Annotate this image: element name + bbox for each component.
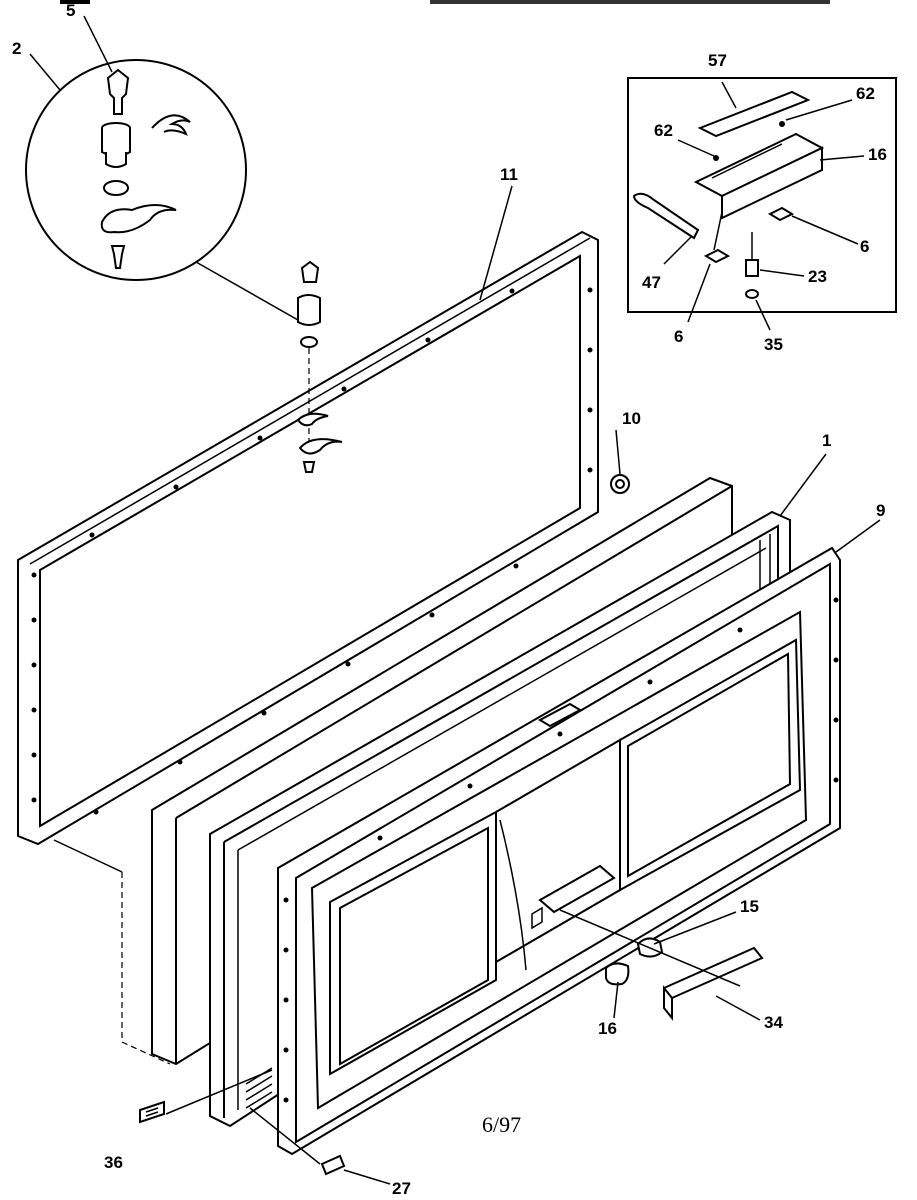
callout-16-lower: 16	[598, 1019, 617, 1038]
callout-62-right: 62	[856, 84, 875, 103]
assembly-lines	[53, 839, 321, 1165]
lock-detail-inset	[25, 59, 299, 321]
callout-57: 57	[708, 51, 727, 70]
top-edge-fragments	[60, 0, 830, 4]
handle-assembly	[605, 937, 764, 1021]
callout-35: 35	[764, 335, 783, 354]
door-panel	[277, 546, 841, 1156]
callout-leaders	[29, 15, 881, 1021]
revision-date: 6/97	[482, 1112, 521, 1137]
callout-9: 9	[876, 501, 885, 520]
gasket-frame	[17, 230, 599, 846]
callout-11: 11	[500, 165, 518, 184]
callout-16-latch: 16	[868, 145, 887, 164]
callout-6-left: 6	[674, 327, 683, 346]
callout-47: 47	[642, 273, 661, 292]
latch-detail-inset	[627, 77, 897, 331]
callout-2: 2	[12, 39, 21, 58]
callout-36: 36	[104, 1153, 123, 1172]
bumper-10	[610, 474, 630, 494]
callout-34: 34	[764, 1013, 783, 1032]
callout-27: 27	[392, 1179, 411, 1198]
callout-15: 15	[740, 897, 759, 916]
lid-lock-assembly	[296, 260, 343, 473]
callout-labels: 5 2 11 57 62 62 16 6 47 23 6 35 10 1 9 1…	[12, 1, 887, 1198]
callout-6-right: 6	[860, 237, 869, 256]
callout-1: 1	[822, 431, 831, 450]
hinge-parts	[139, 1100, 391, 1185]
callout-10: 10	[622, 409, 641, 428]
callout-23: 23	[808, 267, 827, 286]
callout-5: 5	[66, 1, 75, 20]
callout-62-left: 62	[654, 121, 673, 140]
